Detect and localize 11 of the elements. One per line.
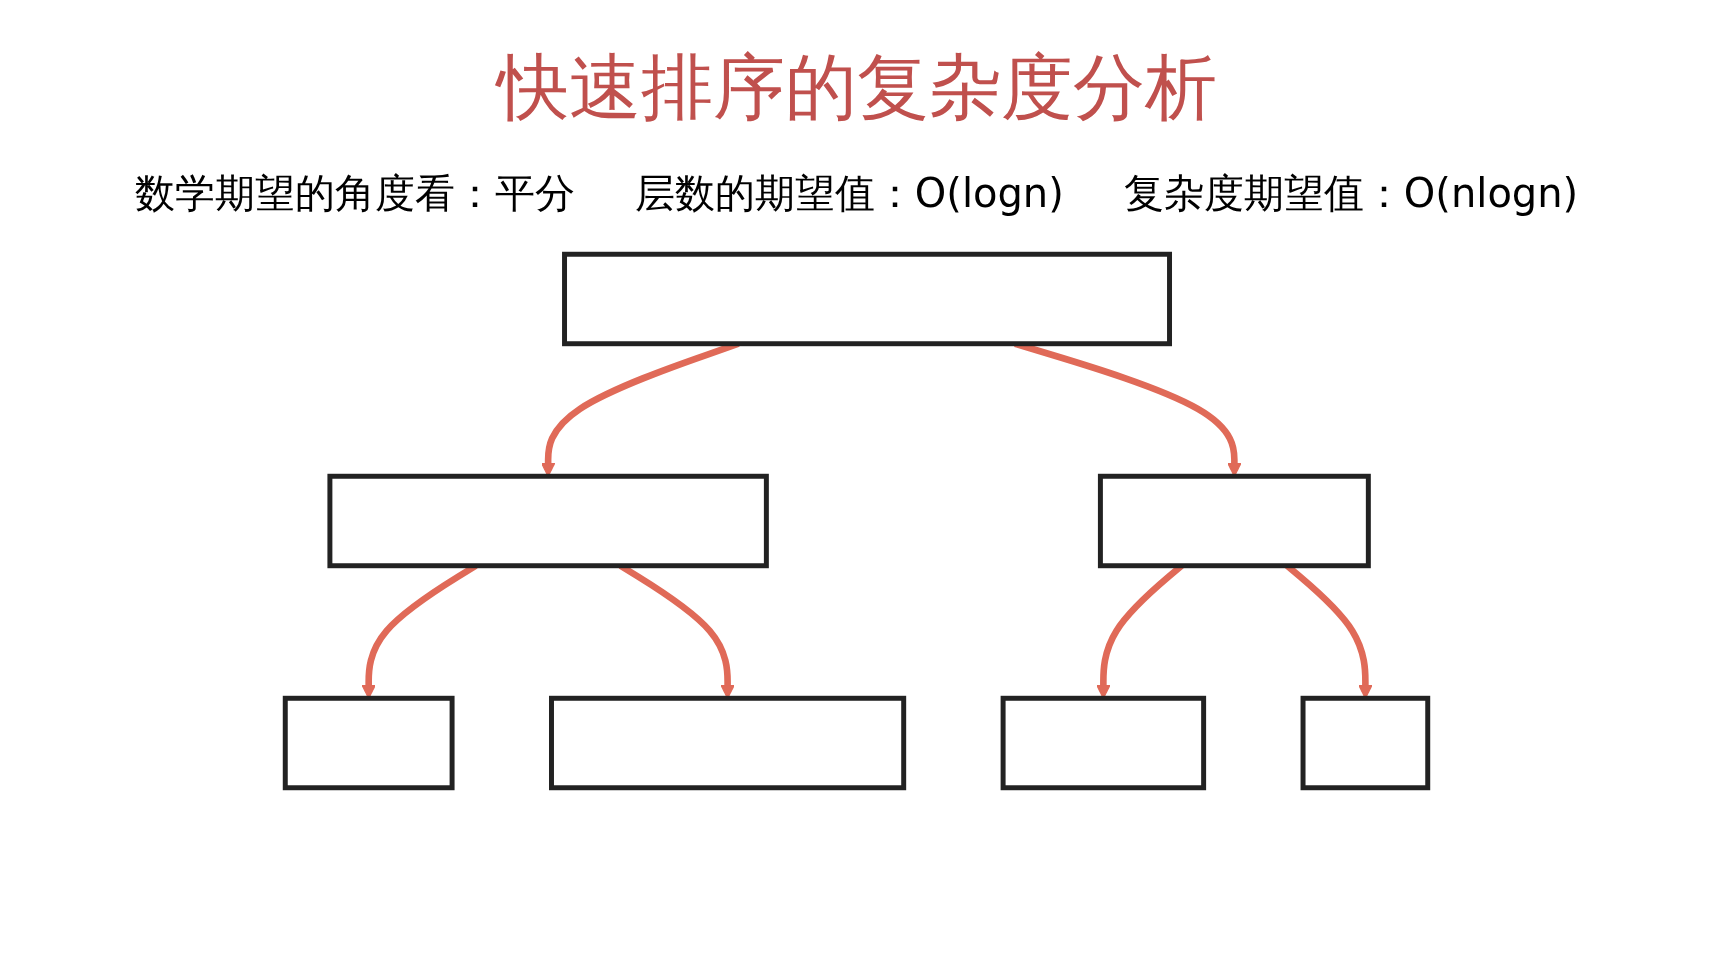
note-text: 复杂度期望值：O(nlogn) <box>1123 169 1579 218</box>
node-box <box>1300 695 1431 791</box>
note-text: 数学期望的角度看：平分 <box>134 169 575 218</box>
title: 快速排序的复杂度分析 <box>494 44 1218 131</box>
node-box <box>562 251 1172 347</box>
node-box <box>282 695 455 791</box>
node-box <box>1097 473 1371 569</box>
node-box <box>549 695 907 791</box>
node-box <box>1000 695 1207 791</box>
note-text: 层数的期望值：O(logn) <box>634 169 1064 218</box>
node-box <box>327 473 769 569</box>
